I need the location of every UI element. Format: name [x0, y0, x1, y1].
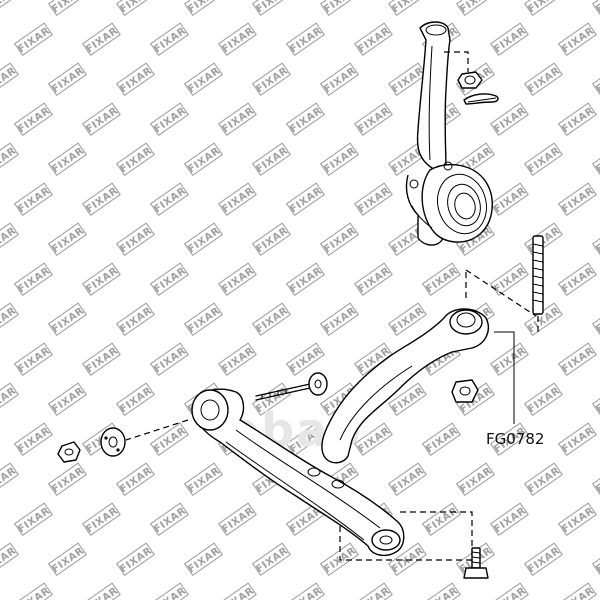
watermark-stamp: FIXAR	[591, 0, 600, 17]
castle-nut-upper	[444, 51, 483, 89]
steering-knuckle	[405, 21, 493, 246]
watermark-text: FIXAR	[594, 0, 600, 15]
nut-left	[57, 441, 81, 463]
watermark-stamp: FIXAR	[591, 62, 600, 97]
part-callout: FG0782	[486, 331, 544, 448]
control-arm-rear	[321, 308, 490, 464]
nut-right	[451, 379, 479, 403]
control-arm-main	[191, 388, 405, 557]
washer-left	[100, 427, 126, 457]
watermark-stamp: FIXAR	[591, 382, 600, 417]
watermark-stamp: FIXAR	[591, 462, 600, 497]
watermark-stamp: FIXAR	[591, 142, 600, 177]
assembly-line-left	[125, 419, 189, 441]
watermark-stamp: FIXAR	[591, 542, 600, 577]
watermark-stamp: FIXAR	[591, 222, 600, 257]
cotter-pin	[463, 93, 499, 105]
threaded-stud	[532, 235, 544, 336]
arm-bolt-washer	[255, 372, 328, 401]
assembly-line-stud	[465, 269, 537, 317]
watermark-stamp: FIXAR	[591, 302, 600, 337]
bottom-bolt	[339, 511, 489, 579]
part-number-label: FG0782	[486, 430, 544, 448]
